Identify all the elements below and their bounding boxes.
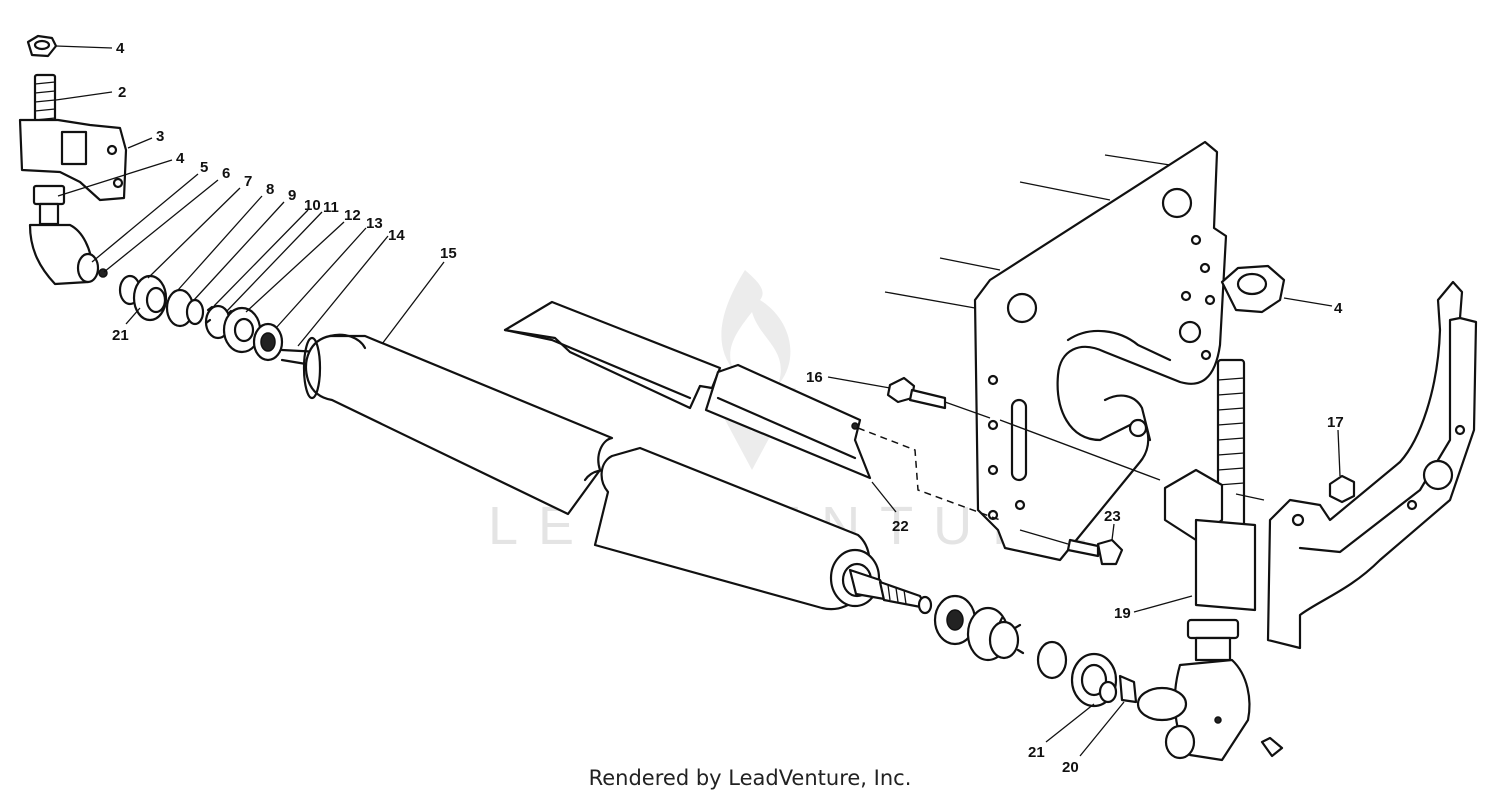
callout-labels: 4 2 3 4 5 6 7 8 9 10 11 12 13 14 15 21 1… bbox=[112, 40, 1344, 776]
roller-tube-left bbox=[280, 333, 614, 516]
callout-4-right: 4 bbox=[1334, 300, 1343, 317]
hex-nut-17 bbox=[1328, 474, 1356, 504]
rendered-by-footer: Rendered by LeadVenture, Inc. bbox=[588, 766, 912, 790]
right-adjuster-assembly bbox=[1136, 358, 1284, 762]
callout-17: 17 bbox=[1327, 414, 1344, 431]
callout-15: 15 bbox=[440, 245, 457, 262]
callout-19: 19 bbox=[1114, 605, 1131, 622]
callout-12: 12 bbox=[344, 207, 361, 224]
callout-9: 9 bbox=[288, 187, 296, 204]
callout-22: 22 bbox=[892, 518, 909, 535]
callout-6: 6 bbox=[222, 165, 230, 182]
left-adjuster-assembly bbox=[18, 34, 128, 286]
hex-nut-right bbox=[1220, 264, 1286, 314]
callout-2: 2 bbox=[118, 84, 126, 101]
callout-21-left: 21 bbox=[112, 327, 129, 344]
right-bearing-stack bbox=[933, 594, 1138, 708]
scraper-bar bbox=[503, 300, 872, 480]
leader-lines bbox=[55, 45, 1341, 757]
callout-7: 7 bbox=[244, 173, 252, 190]
callout-10: 10 bbox=[304, 197, 321, 214]
callout-8: 8 bbox=[266, 181, 274, 198]
callout-4-top: 4 bbox=[116, 40, 125, 57]
callout-3: 3 bbox=[156, 128, 164, 145]
side-plate bbox=[884, 140, 1228, 562]
bolt-16 bbox=[886, 376, 947, 410]
left-bearing-stack bbox=[118, 274, 284, 362]
roller-tube-right bbox=[593, 446, 933, 615]
callout-13: 13 bbox=[366, 215, 383, 232]
callout-23: 23 bbox=[1104, 508, 1121, 525]
callout-4-left: 4 bbox=[176, 150, 185, 167]
callout-16: 16 bbox=[806, 369, 823, 386]
bolt-23 bbox=[1066, 538, 1124, 566]
callout-20: 20 bbox=[1062, 759, 1079, 776]
alignment-lines bbox=[857, 401, 1265, 545]
callout-5: 5 bbox=[200, 159, 208, 176]
callout-11: 11 bbox=[323, 199, 339, 216]
frame-bracket bbox=[1266, 280, 1478, 650]
callout-21-right: 21 bbox=[1028, 744, 1045, 761]
callout-14: 14 bbox=[388, 227, 405, 244]
